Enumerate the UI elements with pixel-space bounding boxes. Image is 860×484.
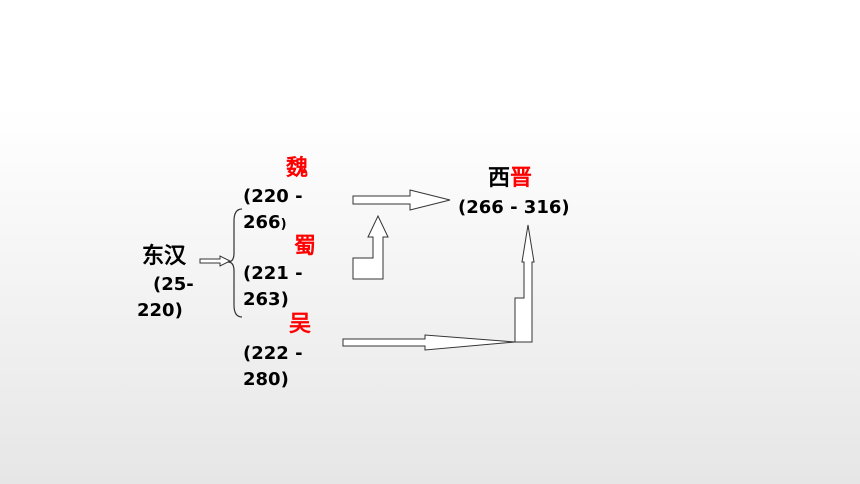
shu-name: 蜀 bbox=[294, 234, 317, 259]
wei-years-2-value: 266 bbox=[243, 212, 281, 233]
western-jin-name: 西晋 bbox=[488, 167, 532, 191]
wu-up-arrow bbox=[514, 224, 535, 343]
western-jin-name-part2: 晋 bbox=[510, 166, 533, 191]
east-han-name: 东汉 bbox=[142, 244, 187, 269]
shu-years-1: (221 - bbox=[243, 263, 303, 284]
wu-years-2: 280) bbox=[243, 369, 289, 390]
western-jin-years: (266 - 316) bbox=[458, 197, 570, 218]
wei-to-jin-arrow bbox=[352, 189, 451, 211]
wu-years-1: (222 - bbox=[243, 343, 303, 364]
shu-years-2: 263) bbox=[243, 289, 289, 310]
shu-bent-arrow bbox=[352, 214, 389, 280]
east-han-years-1: (25- bbox=[153, 274, 194, 295]
wu-long-arrow bbox=[342, 334, 516, 351]
wei-name: 魏 bbox=[286, 156, 309, 181]
wu-name: 吴 bbox=[289, 312, 312, 337]
han-to-brace-arrow bbox=[199, 255, 232, 267]
western-jin-name-part1: 西 bbox=[488, 166, 511, 191]
wei-years-1: (220 - bbox=[243, 186, 303, 207]
east-han-years-2: 220) bbox=[137, 300, 183, 321]
brace-shape bbox=[227, 208, 243, 318]
wei-years-2: 266) bbox=[243, 211, 287, 237]
wei-years-close: ) bbox=[280, 217, 287, 232]
